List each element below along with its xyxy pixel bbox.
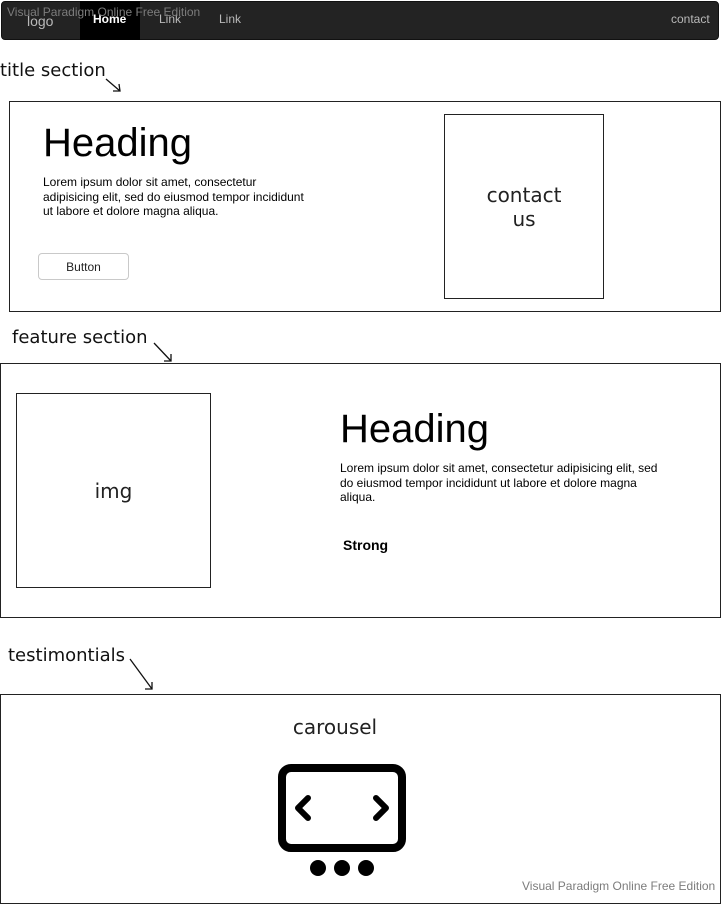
watermark-top: Visual Paradigm Online Free Edition: [7, 5, 201, 19]
title-heading: Heading: [43, 121, 193, 165]
annotation-feature-section: feature section: [12, 327, 148, 348]
nav-item-link-2[interactable]: Link: [219, 12, 242, 26]
nav-item-home[interactable]: Home: [93, 12, 127, 26]
annotation-arrow-icon: [153, 342, 172, 362]
carousel-icon[interactable]: [276, 762, 410, 880]
annotation-arrow-icon: [105, 78, 121, 92]
nav-item-link-1[interactable]: Link: [159, 12, 182, 26]
feature-body-text: Lorem ipsum dolor sit amet, consectetur …: [340, 461, 658, 504]
watermark-bottom: Visual Paradigm Online Free Edition: [522, 879, 716, 893]
feature-image-label: img: [94, 478, 133, 503]
annotation-arrow-icon: [129, 658, 153, 690]
title-button[interactable]: Button: [38, 253, 129, 280]
nav-contact-link[interactable]: contact: [671, 12, 710, 26]
contact-us-box[interactable]: contact us: [444, 114, 604, 299]
feature-strong-text: Strong: [343, 537, 389, 553]
nav-active-indicator: [80, 1, 140, 40]
feature-heading: Heading: [340, 407, 490, 451]
title-body-text: Lorem ipsum dolor sit amet, consectetur …: [43, 175, 304, 218]
contact-us-label: contact us: [486, 182, 562, 231]
feature-image-placeholder: img: [16, 393, 211, 588]
annotation-testimonials: testimontials: [8, 645, 125, 666]
annotation-title-section: title section: [0, 60, 106, 81]
carousel-label: carousel: [292, 715, 378, 739]
logo[interactable]: logo: [27, 13, 54, 29]
